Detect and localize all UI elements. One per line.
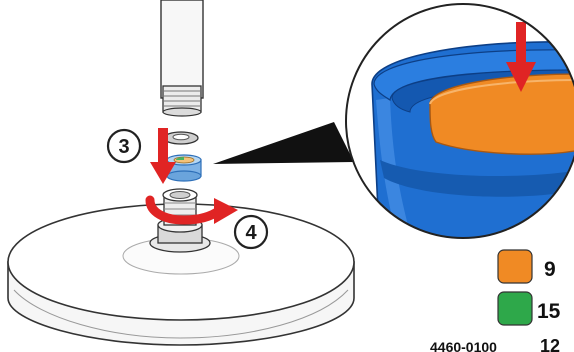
legend-label-9: 9 — [544, 258, 556, 281]
legend-swatch-orange — [497, 249, 533, 284]
legend: 9 15 — [497, 249, 561, 326]
legend-swatch-green — [497, 291, 533, 326]
insert-arrow-icon — [150, 128, 176, 184]
washer — [163, 131, 199, 145]
legend-label-15: 15 — [537, 300, 561, 323]
tighten-arrow-icon — [145, 195, 238, 225]
step-badge-4: 4 — [233, 214, 269, 250]
callout-pointer — [213, 122, 354, 164]
footer-reference: 4460-0100 12 — [430, 336, 560, 352]
footer-ref-main: 4460-0100 — [430, 339, 497, 352]
stem-pipe — [160, 0, 204, 117]
step-3-label: 3 — [118, 136, 129, 158]
step-4-label: 4 — [245, 222, 257, 244]
step-badge-3: 3 — [106, 128, 142, 164]
footer-ref-page: 12 — [540, 336, 560, 352]
detail-magnifier — [345, 3, 574, 239]
